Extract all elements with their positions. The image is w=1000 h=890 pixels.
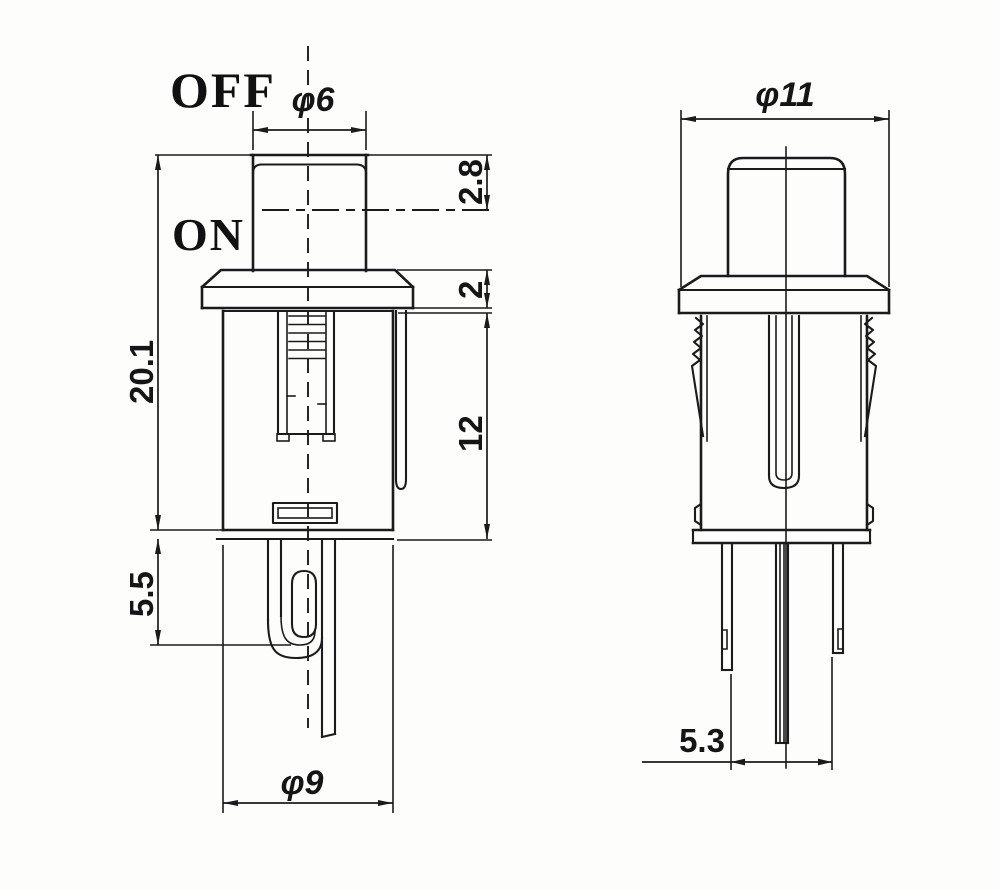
retainer-notch-left (693, 502, 703, 527)
dim-label-phi11: φ11 (755, 76, 814, 114)
dim-bracket-depth: 5.5 (123, 539, 291, 646)
bottom-cap (691, 528, 872, 545)
snap-rib-right (860, 315, 878, 442)
dim-flange-thickness: 2 (397, 269, 492, 314)
dim-travel: 2.8 (452, 155, 490, 210)
on-state-label: ON (172, 209, 245, 260)
right-view: φ11 5.3 (642, 76, 891, 770)
flange (200, 268, 415, 310)
button-plunger (249, 153, 370, 273)
terminal-pin-right (831, 541, 845, 655)
dim-overall-height: 20.1 (123, 155, 222, 531)
dim-body-diameter: φ9 (222, 545, 394, 813)
dim-label-phi6: φ6 (292, 81, 336, 119)
dim-body-height: 12 (397, 313, 492, 541)
flange-right (677, 274, 891, 315)
latch-ratchet-shaft (276, 309, 336, 442)
dim-label-phi9: φ9 (281, 764, 324, 802)
left-terminal-pin (320, 538, 337, 739)
button-plunger-right (726, 156, 847, 278)
switch-body-right (690, 314, 878, 545)
contact-bracket (266, 538, 324, 660)
dim-label-2: 2 (452, 281, 489, 299)
ratchet-teeth (288, 315, 326, 360)
dim-label-5-3: 5.3 (679, 722, 725, 759)
dim-label-5-5: 5.5 (123, 571, 160, 617)
switch-body (215, 309, 395, 541)
contact-window (271, 501, 339, 525)
dim-flange-diameter: φ11 (680, 76, 890, 287)
dim-label-2-8: 2.8 (452, 159, 489, 205)
oblong-hole (290, 569, 318, 639)
mounting-clip (394, 309, 408, 491)
dim-label-12: 12 (452, 415, 489, 452)
dim-button-diameter: φ6 (252, 81, 367, 150)
keyway-slot (767, 314, 801, 490)
retainer-notch-right (865, 502, 875, 527)
left-view: φ6 2.8 2 12 20.1 (123, 46, 492, 813)
terminal-pin-left (720, 541, 734, 672)
dim-pin-spacing: 5.3 (642, 657, 833, 770)
terminal-pin-center (774, 541, 790, 745)
dim-label-20-1: 20.1 (123, 340, 160, 404)
off-state-label: OFF (170, 62, 276, 118)
snap-rib-left (690, 315, 708, 442)
